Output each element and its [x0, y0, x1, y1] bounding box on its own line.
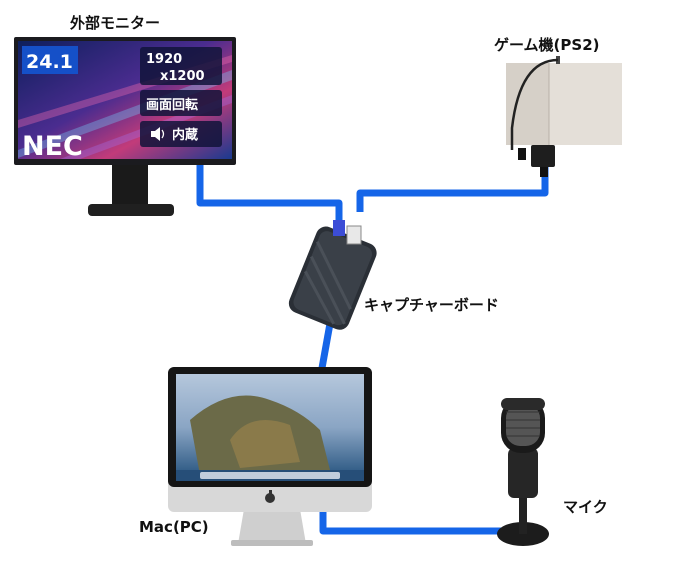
monitor-speaker-text: 内蔵 [172, 127, 198, 143]
monitor-size-text: 24.1 [26, 51, 73, 73]
external-monitor: 24.1 1920 x1200 画面回転 内蔵 NEC [14, 37, 236, 216]
capture-board-label: キャプチャーボード [364, 296, 499, 314]
apple-logo-icon [265, 490, 275, 503]
pc-label: Mac(PC) [139, 518, 209, 536]
monitor-resolution-line2: x1200 [160, 69, 205, 84]
cable-console-capture [356, 158, 549, 212]
cable-pc-mic [319, 510, 510, 535]
monitor-label: 外部モニター [70, 14, 161, 32]
capture-board [288, 220, 377, 330]
imac-computer [168, 367, 372, 546]
monitor-brand-text: NEC [22, 131, 83, 162]
mic-label: マイク [563, 498, 608, 516]
console-label: ゲーム機(PS2) [494, 36, 600, 54]
monitor-rotate-text: 画面回転 [146, 97, 198, 113]
speaker-icon [151, 127, 165, 141]
game-console [506, 56, 622, 177]
cable-monitor-capture [196, 162, 343, 228]
microphone [497, 398, 549, 546]
monitor-resolution-line1: 1920 [146, 52, 182, 67]
